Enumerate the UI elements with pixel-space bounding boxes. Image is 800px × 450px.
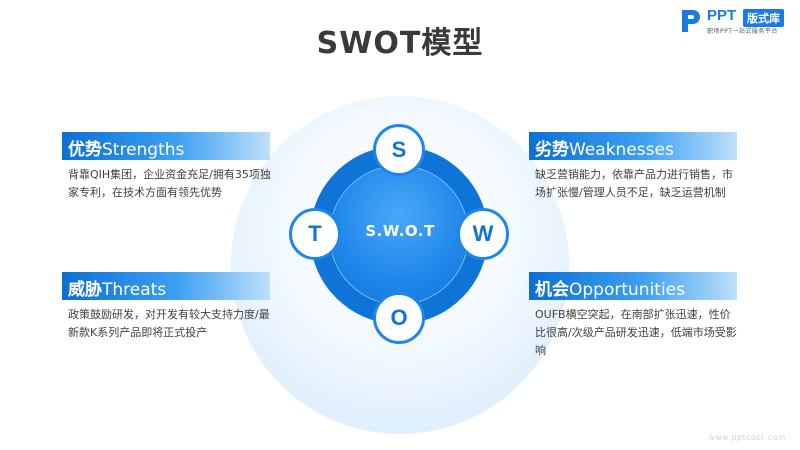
panel-title-weaknesses: 劣势Weaknesses — [535, 140, 674, 160]
swot-letter-s: S — [373, 124, 425, 176]
swot-letter-t: T — [289, 208, 341, 260]
panel-header-threats: 威胁Threats — [62, 272, 270, 300]
logo-mark-icon — [682, 10, 700, 32]
panel-body-opportunities: OUFB横空突起，在南部扩张迅速，性价比很高/次级产品研发迅速，低端市场受影响 — [535, 308, 737, 357]
swot-letter-w: W — [457, 208, 509, 260]
panel-body-strengths: 背靠QIH集团，企业资金充足/拥有35项独家专利，在技术方面有领先优势 — [68, 168, 271, 199]
panel-title-strengths: 优势Strengths — [68, 140, 185, 160]
panel-header-weaknesses: 劣势Weaknesses — [529, 132, 737, 160]
page-title: SWOT模型 — [316, 26, 484, 61]
panel-title-threats: 威胁Threats — [68, 280, 167, 300]
brand-logo: PPT 版式库 职场PPT一站式服务平台 — [680, 7, 796, 38]
swot-letter-o: O — [373, 292, 425, 344]
swot-core-label: S.W.O.T — [365, 222, 435, 240]
logo-badge: 版式库 — [743, 9, 784, 27]
logo-brand-text: PPT — [707, 7, 737, 24]
panel-body-weaknesses: 缺乏营销能力，依靠产品力进行销售，市场扩张慢/管理人员不足，缺乏运营机制 — [535, 168, 733, 199]
panel-header-strengths: 优势Strengths — [62, 132, 270, 160]
panel-body-threats: 政策鼓励研发，对开发有较大支持力度/最新款K系列产品即将正式投产 — [68, 308, 270, 339]
logo-tagline: 职场PPT一站式服务平台 — [707, 28, 778, 35]
panel-header-opportunities: 机会Opportunities — [529, 272, 737, 300]
panel-title-opportunities: 机会Opportunities — [535, 280, 685, 300]
watermark: www.pptcool.com — [708, 433, 786, 442]
